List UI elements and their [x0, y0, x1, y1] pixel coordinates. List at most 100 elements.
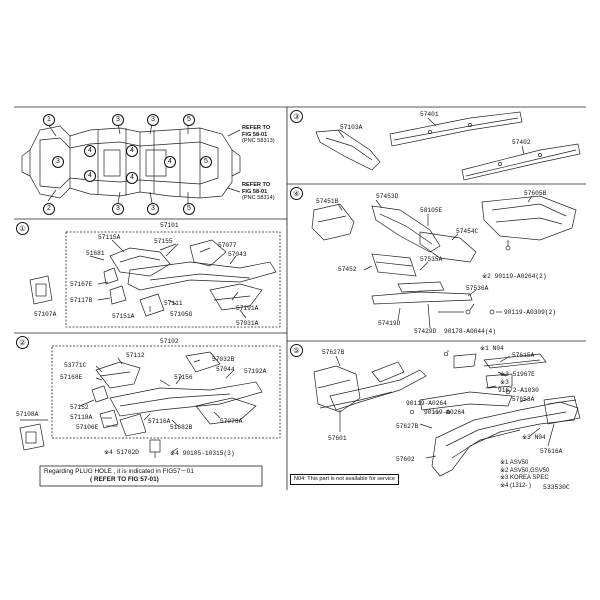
- part-57536A: 57536A: [466, 285, 489, 292]
- section-marker-4: ④: [290, 187, 303, 200]
- variant-legend: ※1 ASV50 ※2 ASV50,GSV50 ※3 KOREA SPEC ※4…: [500, 460, 549, 490]
- part-57605B: 57605B: [524, 190, 547, 197]
- callout-5-top: 5: [183, 114, 195, 126]
- part-57602: 57602: [396, 456, 415, 463]
- part-57419D: 57419D: [378, 320, 401, 327]
- part-57101: 57101: [160, 222, 179, 229]
- part-57151A: 57151A: [112, 313, 135, 320]
- part-57105G: 57105G: [170, 311, 193, 318]
- callout-4-a: 4: [84, 145, 96, 157]
- part-90105-10315: ※4 90105-10315(3): [170, 450, 235, 457]
- part-57118A: 57118A: [70, 414, 93, 421]
- part-57168E: 57168E: [60, 374, 83, 381]
- legend-4: ※4 (1312- ): [500, 482, 532, 489]
- callout-4-e: 4: [164, 156, 176, 168]
- part-57429D: 57429D: [414, 328, 437, 335]
- section-marker-3: ③: [290, 110, 303, 123]
- part-57653A: 57653A: [512, 396, 535, 403]
- s2-parts-drawing: [19, 351, 263, 458]
- part-57115A: 57115A: [98, 234, 121, 241]
- plug-hole-note-line1: Regarding PLUG HOLE , it is indicated in…: [44, 468, 194, 475]
- part-57616A: 57616A: [540, 448, 563, 455]
- callout-3-top-a: 3: [112, 114, 124, 126]
- part-90178-A0044: 90178-A0044(4): [444, 328, 496, 335]
- part-57107A: 57107A: [34, 311, 57, 318]
- part-57535A: 57535A: [420, 256, 443, 263]
- part-90119-A0264-b: 90119-A0264: [424, 409, 465, 416]
- part-57111: 57111: [164, 300, 183, 307]
- s3-parts-drawing: [315, 111, 581, 181]
- part-57078A: 57078A: [220, 418, 243, 425]
- part-53771C: 53771C: [64, 362, 87, 369]
- part-57106E: 57106E: [76, 424, 99, 431]
- legend-3: ※3 KOREA SPEC: [500, 475, 549, 481]
- figure-code: 533530C: [543, 484, 570, 491]
- part-91672-prefix: ※3: [500, 379, 509, 386]
- plug-hole-note: Regarding PLUG HOLE , it is indicated in…: [40, 466, 262, 486]
- part-57116A: 57116A: [148, 418, 171, 425]
- s4-parts-drawing: [311, 195, 577, 329]
- s2-group-box: [51, 345, 281, 439]
- part-57451B: 57451B: [316, 198, 339, 205]
- overview-chassis: [21, 123, 241, 204]
- part-57043: 57043: [228, 251, 247, 258]
- callout-5-right: 5: [200, 156, 212, 168]
- part-57044: 57044: [216, 366, 235, 373]
- callout-3-top-b: 3: [147, 114, 159, 126]
- s5-parts-drawing: [313, 350, 581, 477]
- part-57191A: 57191A: [236, 305, 259, 312]
- part-51682B: 51682B: [170, 424, 193, 431]
- legend-1: ※1 ASV50: [500, 460, 529, 466]
- callout-3-bottom-a: 3: [112, 203, 124, 215]
- callout-4-b: 4: [84, 170, 96, 182]
- part-N04-b: ※3 N04: [522, 434, 546, 441]
- s1-parts-drawing: [29, 239, 277, 319]
- part-91672-A1030: 91672-A1030: [498, 387, 539, 394]
- s1-group-box: [65, 231, 281, 328]
- callout-3-bottom-b: 3: [147, 203, 159, 215]
- part-90119-A0309: 90119-A0309(2): [504, 309, 556, 316]
- part-90119-A0264-2: ※2 90119-A0264(2): [482, 273, 547, 280]
- part-57077: 57077: [218, 242, 237, 249]
- part-57453D: 57453D: [376, 193, 399, 200]
- part-51702D: ※4 51702D: [104, 449, 139, 456]
- callout-4-d: 4: [126, 172, 138, 184]
- n04-note: N04: This part is not available for serv…: [290, 474, 399, 485]
- part-57627B-top: 57627B: [322, 349, 345, 356]
- part-57601: 57601: [328, 435, 347, 442]
- plug-hole-note-line2: ( REFER TO FIG 57-01): [90, 476, 159, 483]
- part-57102: 57102: [160, 338, 179, 345]
- part-57401: 57401: [420, 111, 439, 118]
- section-marker-5: ⑤: [290, 344, 303, 357]
- section-marker-2: ②: [16, 336, 29, 349]
- part-90119-A0264-a: 90119-A0264: [406, 400, 447, 407]
- part-57402: 57402: [512, 139, 531, 146]
- part-57192A: 57192A: [244, 368, 267, 375]
- callout-3-left: 3: [52, 156, 64, 168]
- part-51967E: ※3 51967E: [500, 371, 535, 378]
- part-57152: 57152: [70, 404, 89, 411]
- part-57031A: 57031A: [236, 320, 259, 327]
- part-58105E: 58105E: [420, 207, 443, 214]
- part-57452: 57452: [338, 266, 357, 273]
- part-57615A: 57615A: [512, 352, 535, 359]
- part-57155: 57155: [154, 238, 173, 245]
- part-57454C: 57454C: [456, 228, 479, 235]
- callout-5-bottom: 5: [183, 203, 195, 215]
- callout-4-c: 4: [126, 145, 138, 157]
- part-57167E: 57167E: [70, 281, 93, 288]
- legend-2: ※2 ASV50,GSV50: [500, 467, 550, 474]
- part-57103A: 57103A: [340, 124, 363, 131]
- part-51681: 51681: [86, 250, 105, 257]
- part-57108A: 57108A: [16, 411, 39, 418]
- part-57627B-bottom: 57627B: [396, 423, 419, 430]
- part-N04-a: ※1 N04: [480, 345, 504, 352]
- part-57112: 57112: [126, 352, 145, 359]
- callout-2-bottom: 2: [43, 203, 55, 215]
- part-57032B: 57032B: [212, 356, 235, 363]
- callout-1-top: 1: [43, 114, 55, 126]
- note-box-frame: [39, 465, 263, 487]
